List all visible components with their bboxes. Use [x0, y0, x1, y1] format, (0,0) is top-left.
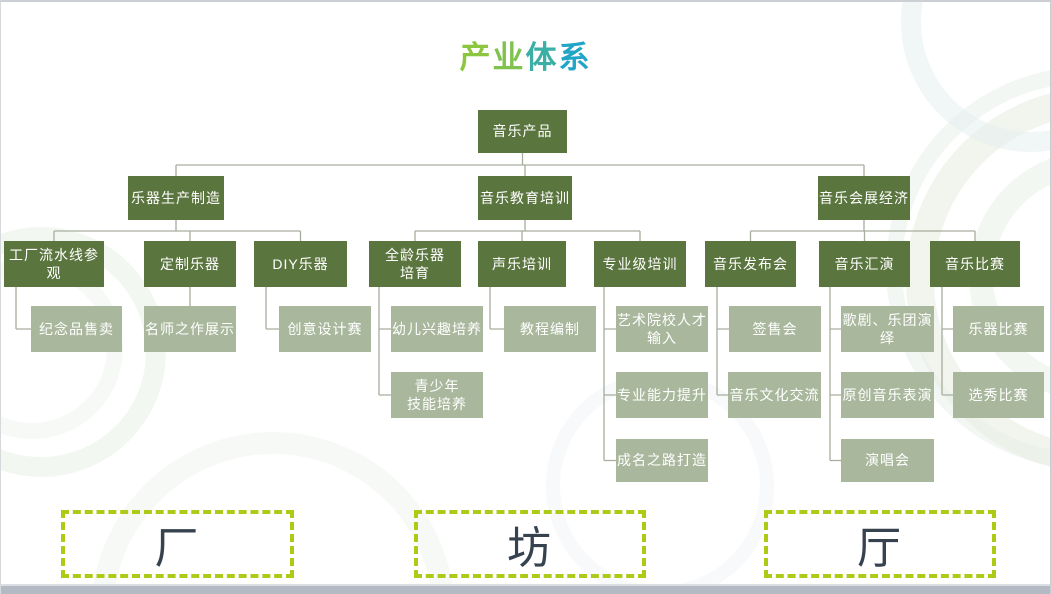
zone-factory: 厂 [61, 510, 294, 578]
node-youth-skills: 青少年 技能培养 [391, 372, 483, 418]
title-char: 体 [525, 40, 559, 75]
zone-label: 厂 [154, 524, 201, 573]
title-char: 产 [459, 40, 493, 75]
node-creative-design-contest: 创意设计赛 [279, 306, 371, 352]
node-instrument-production: 乐器生产制造 [128, 176, 224, 220]
title-char: 系 [558, 40, 592, 75]
node-music-products: 音乐产品 [478, 110, 567, 153]
node-art-school-talent: 艺术院校人才输入 [616, 306, 708, 352]
zone-hall: 厅 [764, 510, 996, 578]
zone-label: 厅 [857, 524, 903, 573]
node-toddler-interest: 幼儿兴趣培养 [391, 306, 483, 352]
title-char: 业 [492, 40, 526, 75]
window-bottom-edge [1, 584, 1050, 594]
node-music-launch-event: 音乐发布会 [705, 241, 796, 287]
node-professional-improvement: 专业能力提升 [616, 372, 708, 418]
node-professional-training: 专业级培训 [594, 241, 686, 287]
node-instrument-contest: 乐器比赛 [953, 306, 1044, 352]
node-all-age-cultivation: 全龄乐器 培育 [369, 241, 461, 287]
node-vocal-training: 声乐培训 [478, 241, 566, 287]
page-title: 产业体系 [1, 32, 1050, 77]
node-music-education: 音乐教育培训 [478, 176, 572, 220]
zone-workshop: 坊 [414, 510, 646, 578]
node-course-development: 教程编制 [504, 306, 596, 352]
zone-label: 坊 [507, 524, 553, 573]
node-souvenir-sales: 纪念品售卖 [31, 306, 122, 352]
node-signing-event: 签售会 [729, 306, 821, 352]
node-road-to-fame: 成名之路打造 [616, 439, 708, 482]
node-diy-instruments: DIY乐器 [254, 241, 347, 287]
node-music-culture-exchange: 音乐文化交流 [728, 372, 821, 418]
